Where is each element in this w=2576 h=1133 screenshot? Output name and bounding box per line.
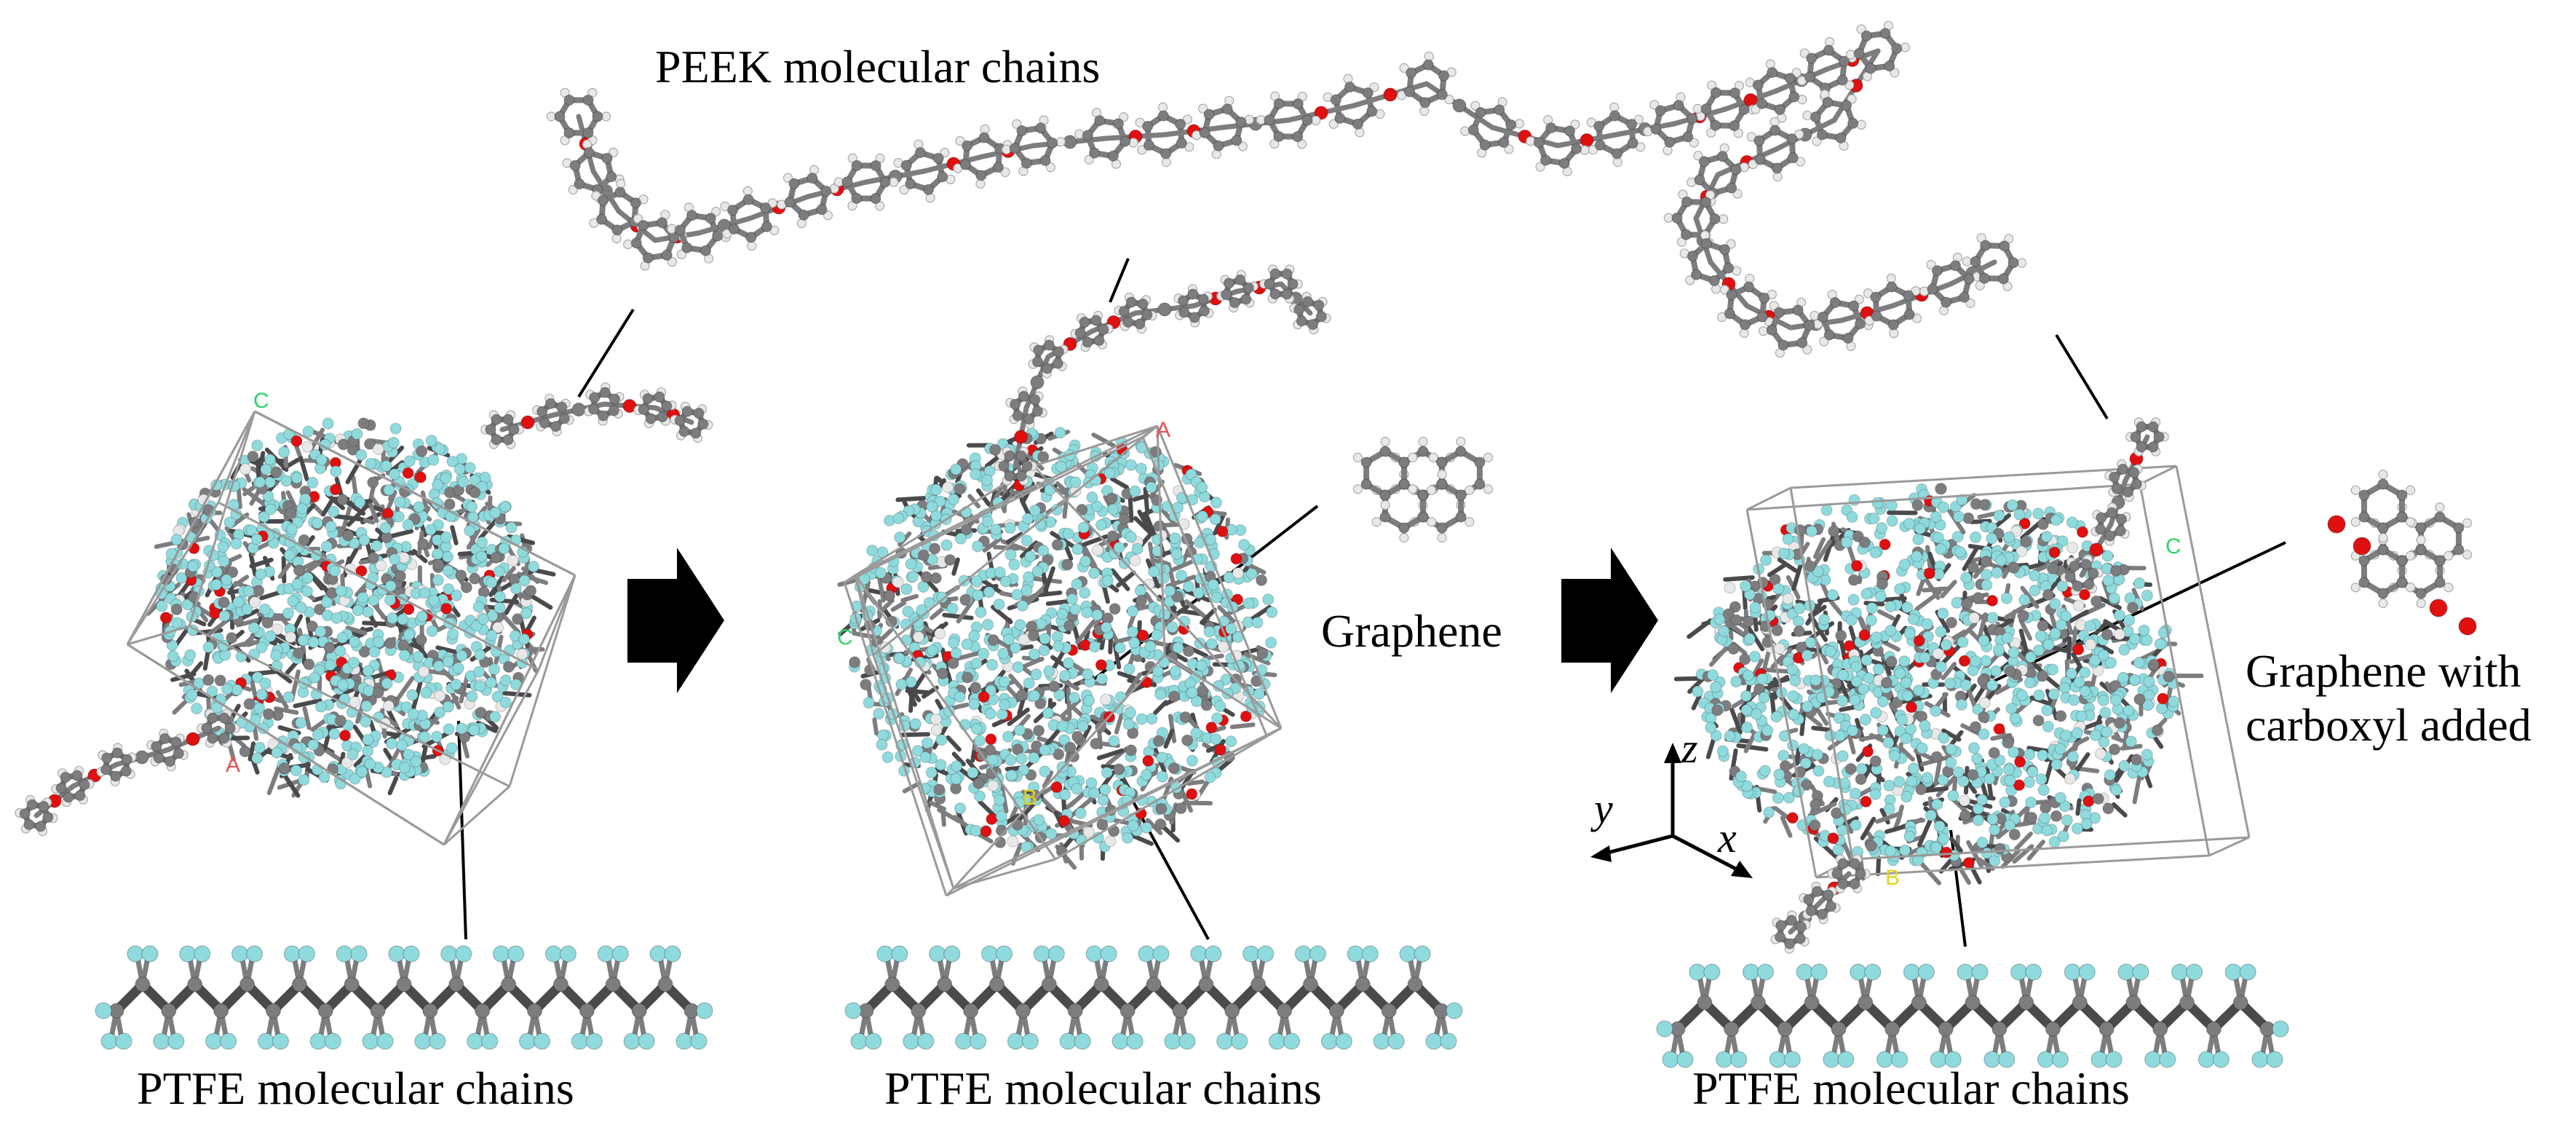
box2-label-c: C (837, 625, 853, 650)
ptfe-caption-2: PTFE molecular chains (884, 1062, 1322, 1116)
ptfe-caption-1: PTFE molecular chains (137, 1062, 574, 1116)
arrow-right-2 (1561, 548, 1658, 693)
graphene-carboxyl-label-line1: Graphene with (2246, 644, 2532, 698)
axis-x-label: x (1718, 814, 1737, 863)
axis-y-label: y (1594, 785, 1613, 834)
box3-label-c: C (2165, 534, 2181, 558)
box2-label-a: A (1156, 418, 1170, 442)
graphene-carboxyl-molecule (2328, 470, 2476, 636)
axis-z-label: z (1681, 725, 1698, 773)
graphene-molecule (1353, 438, 1492, 542)
box3-label-b: B (1885, 866, 1900, 890)
graphene-label: Graphene (1321, 604, 1502, 658)
leader-lines (459, 258, 2286, 947)
simulation-cell-2: A C B (837, 265, 1331, 896)
graphene-carboxyl-label-line2: carboxyl added (2246, 698, 2532, 752)
peek-chains-label: PEEK molecular chains (655, 40, 1100, 94)
ptfe-caption-3: PTFE molecular chains (1692, 1062, 2130, 1116)
simulation-cell-1: CA (15, 383, 713, 845)
box2-label-b: B (1023, 786, 1037, 810)
process-arrows (627, 548, 1658, 693)
box1-label-a: A (226, 753, 240, 777)
box1-label-c: C (253, 389, 269, 413)
ptfe-chains (95, 946, 2288, 1067)
graphene-carboxyl-label: Graphene with carboxyl added (2246, 644, 2532, 751)
arrow-right-1 (627, 548, 724, 693)
simulation-cell-3: CB (1676, 418, 2249, 953)
